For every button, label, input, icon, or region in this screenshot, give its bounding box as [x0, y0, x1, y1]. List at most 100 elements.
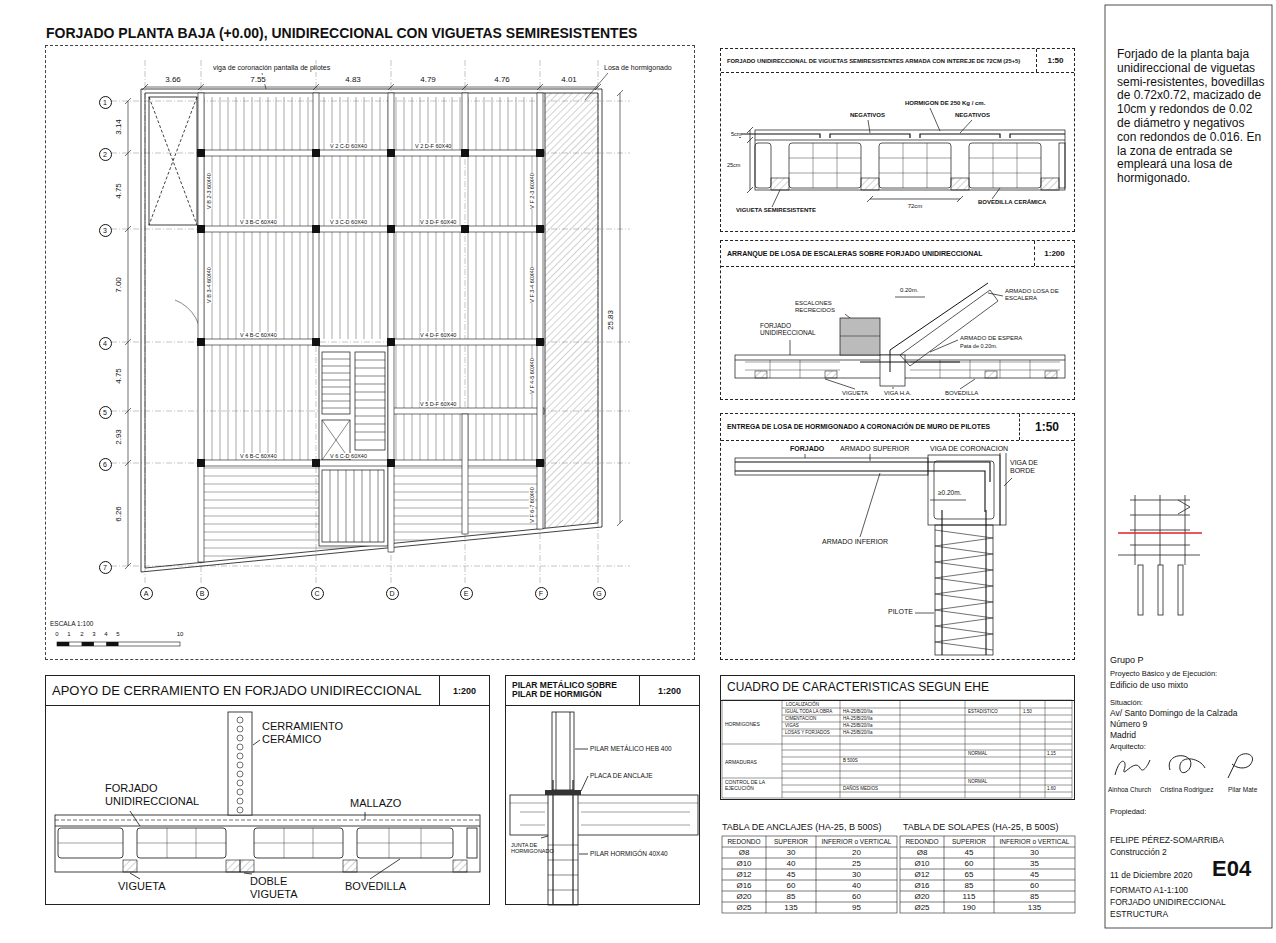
annotation: 3	[92, 631, 95, 638]
annotation: Pata de 0.20m.	[960, 343, 997, 349]
table-cell: Ø12	[722, 871, 766, 879]
grid-label: F	[539, 590, 543, 597]
grid-bubble: C	[311, 587, 324, 600]
table-cell: INFERIOR o VERTICAL	[994, 838, 1075, 846]
annotation: 0	[55, 631, 58, 638]
annotation: ARMADO SUPERIOR	[840, 445, 909, 453]
annotation: VIGUETA	[842, 390, 868, 397]
annotation: 1.60	[1047, 786, 1056, 791]
table-cell: Ø10	[900, 860, 944, 868]
table-cell: Ø10	[722, 860, 766, 868]
grid-label: 4	[103, 340, 107, 347]
annotation: FORJADO	[790, 445, 824, 453]
annotation: ARMADURAS	[725, 760, 757, 766]
annotation: V 2 D-F 60X40	[415, 143, 451, 149]
annotation: HORMIGON DE 250 Kg / cm.	[905, 100, 985, 107]
annotation: CIMENTACION	[785, 716, 816, 721]
table-cell: 60	[994, 882, 1075, 890]
annotation: PILOTE	[888, 608, 913, 616]
annotation: V 2 C-D 60X40	[330, 143, 367, 149]
detail-panel: PILAR METÁLICO SOBRE PILAR DE HORMIGÓN1:…	[505, 675, 700, 905]
annotation: V B 3-4 60X40	[206, 267, 212, 303]
annotation: Cristina Rodriguez	[1160, 786, 1213, 793]
grid-bubble: 5	[99, 406, 112, 419]
table-cell: Ø8	[900, 849, 944, 857]
annotation: V F 6-7 60X40	[529, 487, 535, 522]
annotation: NEGATIVOS	[850, 112, 885, 119]
annotation: V 6 B-C 60X40	[240, 453, 277, 459]
annotation: Forjado de la planta baja unidireccional…	[1117, 48, 1267, 186]
annotation: V F 2-3 60X40	[529, 173, 535, 208]
table-cell: 45	[994, 871, 1075, 879]
annotation: Grupo P	[1110, 655, 1144, 665]
annotation: ESCALONES RECRECIDOS	[795, 300, 847, 314]
annotation: 4.79	[420, 75, 436, 84]
annotation: 25cm	[727, 162, 740, 168]
scale-box: 1:200	[1034, 241, 1074, 266]
annotation: V 3 C-D 60X40	[330, 219, 367, 225]
table-cell: 135	[766, 904, 816, 912]
table-cell: 85	[994, 893, 1075, 901]
panel-header: ARRANQUE DE LOSA DE ESCALERAS SOBRE FORJ…	[721, 241, 1074, 267]
table-cell: 30	[766, 849, 816, 857]
table-cell: Ø25	[900, 904, 944, 912]
annotation: 5	[116, 631, 119, 638]
grid-label: 6	[103, 461, 107, 468]
annotation: FORJADO UNIDIRECCIONAL	[105, 782, 225, 807]
annotation: VIGUETA SEMIRESISTENTE	[736, 207, 816, 214]
annotation: CERRAMIENTO CERÁMICO	[262, 720, 372, 745]
annotation: 7.00	[114, 277, 123, 293]
table-cell: 60	[944, 860, 994, 868]
scale-text: 1:200	[453, 686, 476, 696]
annotation: VIGA DE CORONACION	[930, 445, 1008, 453]
annotation: ARMADO LOSA DE ESCALERA	[1005, 288, 1060, 302]
annotation: ESCALA 1:100	[50, 620, 93, 627]
annotation: 4.75	[114, 368, 123, 384]
grid-label: 3	[103, 227, 107, 234]
annotation: HORMIGONES	[725, 722, 760, 728]
grid-bubble: 1	[99, 96, 112, 109]
annotation: 6.26	[114, 506, 123, 522]
table-cell: 65	[944, 871, 994, 879]
grid-bubble: E	[460, 587, 473, 600]
grid-bubble: 3	[99, 224, 112, 237]
panel-header: APOYO DE CERRAMIENTO EN FORJADO UNIDIREC…	[46, 676, 489, 706]
annotation: 11 de Diciembre 2020	[1110, 871, 1193, 881]
table-cell: 40	[816, 882, 897, 890]
annotation: V 4 B-C 60X40	[240, 332, 277, 338]
table-cell: 45	[766, 871, 816, 879]
annotation: BOVEDILLA CERÁMICA	[978, 199, 1046, 206]
table-cell: Ø12	[900, 871, 944, 879]
annotation: V F 3-4 60X40	[529, 267, 535, 302]
annotation: HA-25/B/20/IIa	[843, 709, 873, 714]
panel-title: ARRANQUE DE LOSA DE ESCALERAS SOBRE FORJ…	[727, 249, 983, 257]
annotation: BOVEDILLA	[345, 880, 406, 893]
panel-header: PILAR METÁLICO SOBRE PILAR DE HORMIGÓN1:…	[506, 676, 699, 706]
grid-label: B	[200, 590, 205, 597]
annotation: 4	[104, 631, 107, 638]
panel-title: FORJADO UNIDIRECCIONAL DE VIGUETAS SEMIR…	[727, 57, 1020, 64]
annotation: 2.93	[114, 429, 123, 445]
annotation: 3.66	[165, 75, 181, 84]
annotation: B 500S	[843, 758, 858, 763]
annotation: V 3 B-C 60X40	[240, 219, 277, 225]
grid-label: 5	[103, 409, 107, 416]
annotation: V F 4-5 60X40	[529, 358, 535, 393]
table-cell: Ø16	[900, 882, 944, 890]
annotation: V 4 D-F 60X40	[420, 332, 456, 338]
table-cell: Ø20	[722, 893, 766, 901]
annotation: V 5 D-F 60X40	[420, 401, 456, 407]
table-cell: REDONDO	[722, 838, 766, 846]
scale-text: 1:200	[658, 686, 681, 696]
annotation: JUNTA DE HORMIGONADO	[511, 842, 547, 855]
grid-label: 7	[103, 564, 107, 571]
annotation: ESTADISTICO	[968, 709, 998, 714]
annotation: E04	[1212, 858, 1251, 880]
table-cell: Ø20	[900, 893, 944, 901]
table-cell: 190	[944, 904, 994, 912]
annotation: 7.55	[250, 75, 266, 84]
annotation: PLACA DE ANCLAJE	[590, 772, 653, 779]
table-cell: Ø25	[722, 904, 766, 912]
table-cell: 30	[994, 849, 1075, 857]
panel-title: ENTREGA DE LOSA DE HORMIGONADO A CORONAC…	[727, 423, 990, 431]
